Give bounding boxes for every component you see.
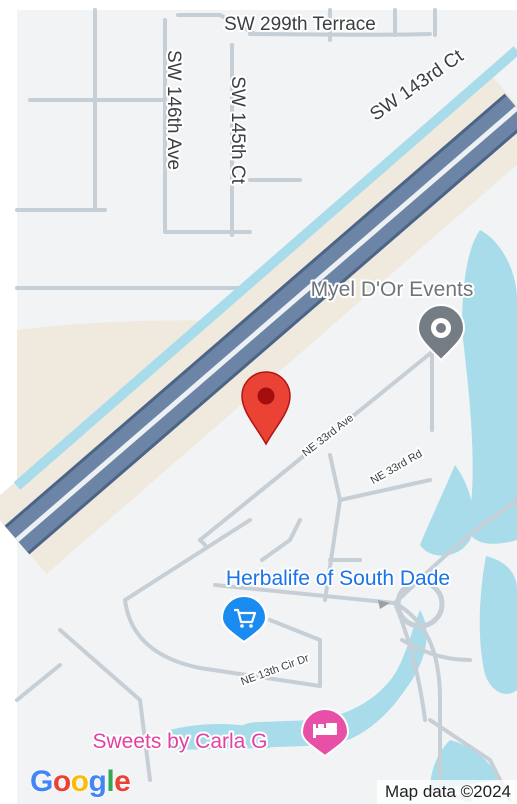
pin-dot xyxy=(436,323,446,333)
poi-myel-dor-events[interactable]: Myel D'Or Events xyxy=(309,276,475,362)
poi-sweets-by-carla-g[interactable]: Sweets by Carla G xyxy=(90,708,350,758)
one-way-arrow-icon xyxy=(378,600,390,609)
google-logo-letter: G xyxy=(30,765,53,798)
poi-label-myel-dor: Myel D'Or Events xyxy=(311,278,474,301)
shopping-cart-icon xyxy=(220,595,268,644)
local-roads xyxy=(15,8,517,802)
google-logo-letter: e xyxy=(114,765,131,798)
google-logo-letter: o xyxy=(52,765,71,798)
google-logo-letter: g xyxy=(88,765,107,798)
poi-label-sweets: Sweets by Carla G xyxy=(92,730,267,753)
google-logo-letter: o xyxy=(70,765,89,798)
roundabout xyxy=(395,579,445,629)
google-logo-letter: l xyxy=(106,765,115,798)
water-bodies xyxy=(170,230,517,790)
poi-herbalife[interactable]: Herbalife of South Dade xyxy=(220,565,452,644)
street-label-sw-145th-ct: SW 145th Ct xyxy=(227,76,248,184)
street-label-sw-146th-ave: SW 146th Ave xyxy=(163,50,184,170)
selected-location-pin[interactable] xyxy=(241,371,291,446)
street-label-sw-299th-terrace: SW 299th Terrace xyxy=(224,14,376,35)
poi-label-herbalife: Herbalife of South Dade xyxy=(226,567,450,590)
google-logo: Google xyxy=(30,764,131,800)
red-pin-icon xyxy=(241,371,291,446)
highway xyxy=(0,46,517,574)
red-pin-center xyxy=(257,387,275,405)
map-attribution[interactable]: Map data ©2024 xyxy=(377,780,517,804)
